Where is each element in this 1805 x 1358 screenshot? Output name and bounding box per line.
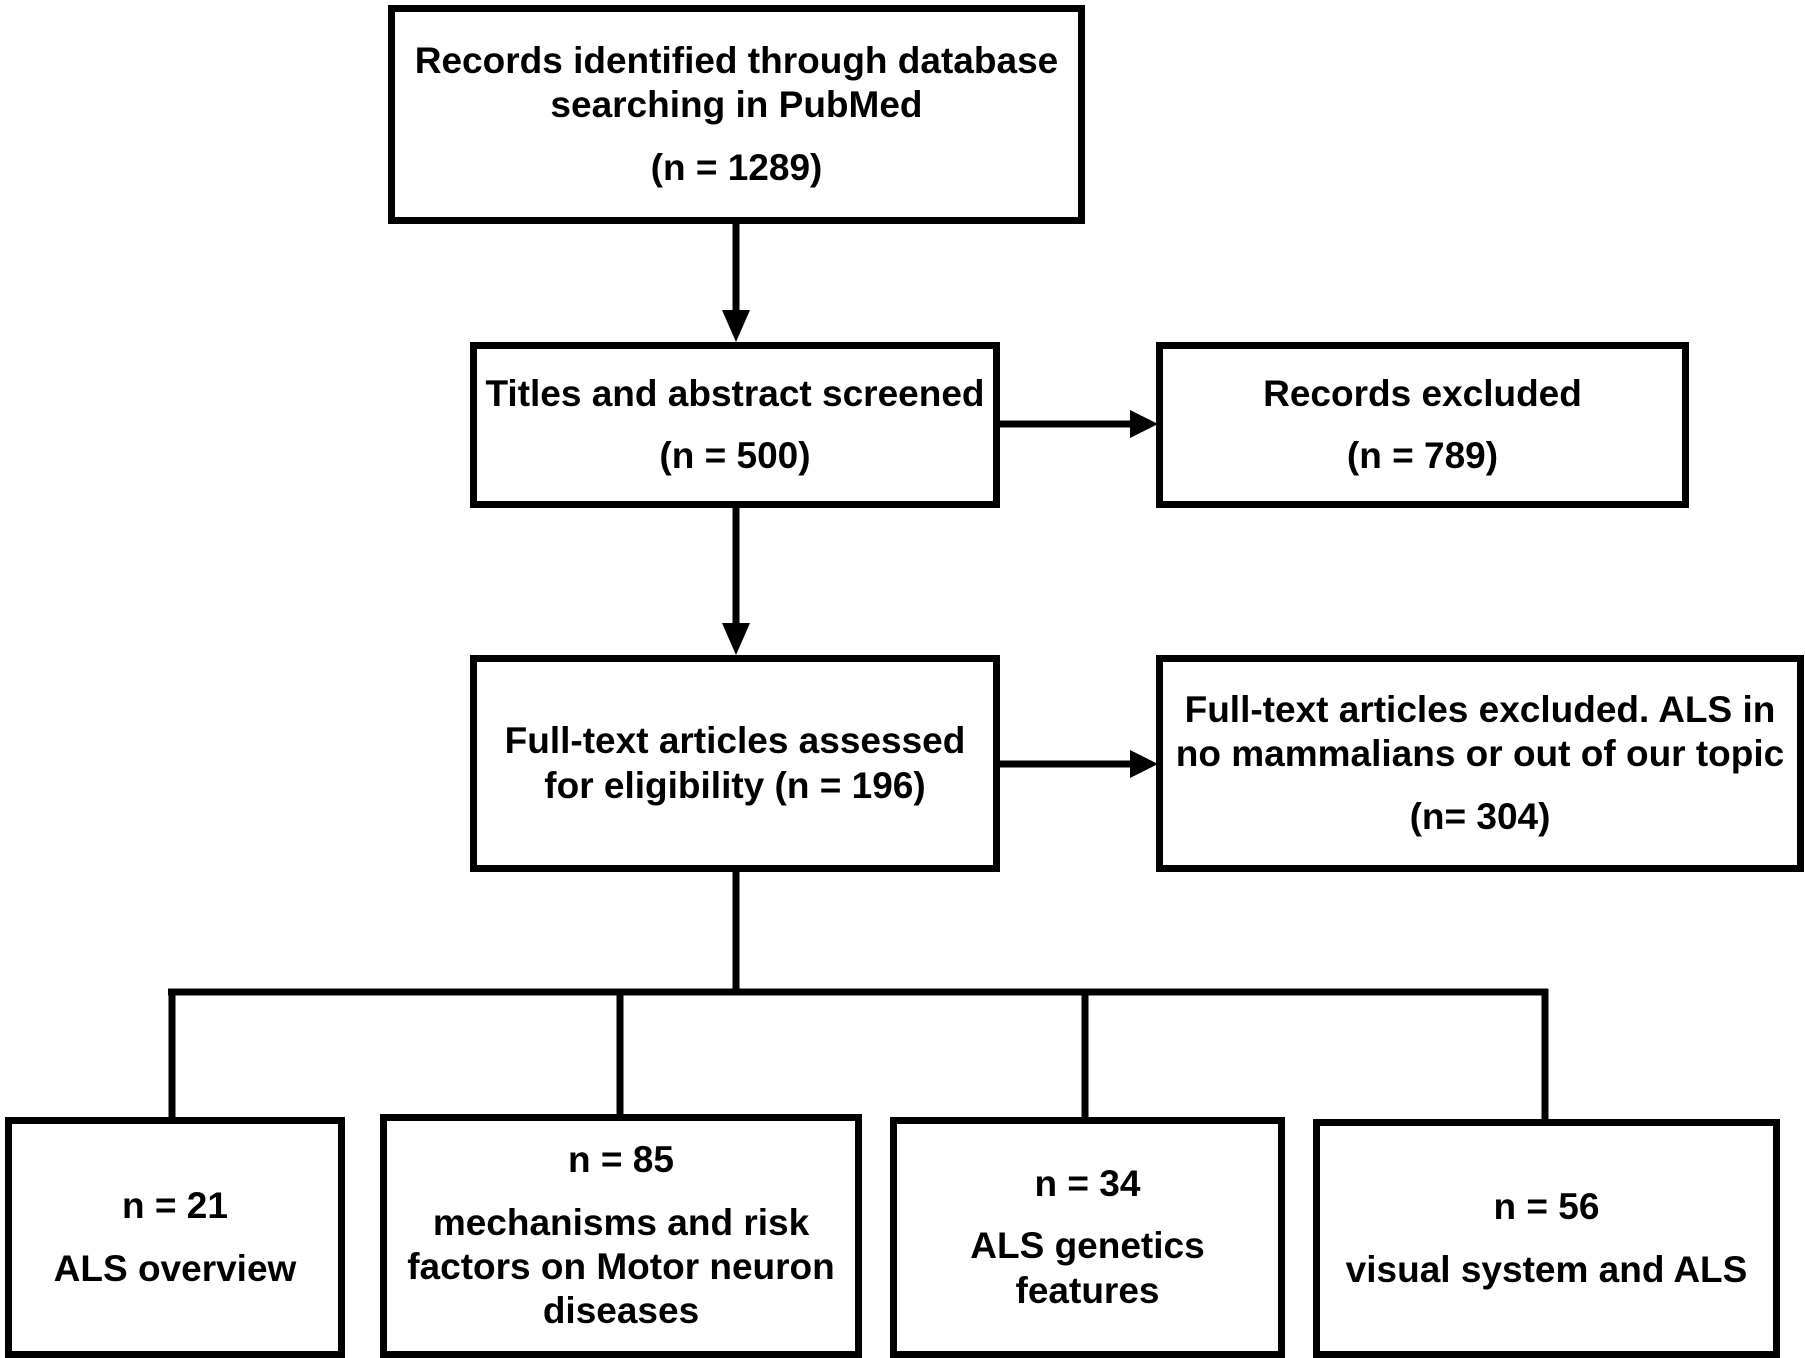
titles-screened-box: Titles and abstract screened (n = 500) [470,342,1000,508]
category-label: ALS overview [53,1247,297,1289]
titles-screened-count: (n = 500) [659,435,811,476]
fulltext-assessed-label: Full-text articles assessed for eligibil… [504,720,966,806]
arrowhead-down-icon [722,623,750,655]
arrowhead-down-icon [722,310,750,342]
fulltext-assessed-box: Full-text articles assessed for eligibil… [470,655,1000,872]
records-identified-box: Records identified through database sear… [388,5,1085,224]
fulltext-excluded-count: (n= 304) [1409,795,1551,837]
category-label: visual system and ALS [1345,1248,1748,1290]
records-identified-count: (n = 1289) [650,146,823,188]
arrowhead-right-icon [1130,750,1158,778]
records-identified-label: Records identified through database sear… [414,39,1059,126]
records-excluded-count: (n = 789) [1346,435,1499,476]
fulltext-excluded-label: Full-text articles excluded. ALS in no m… [1175,688,1785,775]
category-mechanisms-box: n = 85 mechanisms and risk factors on Mo… [380,1114,862,1358]
titles-screened-label: Titles and abstract screened [485,372,985,414]
category-count: n = 85 [568,1139,674,1181]
category-visual-system-box: n = 56 visual system and ALS [1313,1119,1780,1358]
records-excluded-label: Records excluded [1263,372,1582,414]
category-count: n = 21 [122,1185,228,1227]
category-genetics-box: n = 34 ALS genetics features [890,1117,1285,1358]
category-count: n = 56 [1493,1186,1600,1228]
records-excluded-box: Records excluded (n = 789) [1156,342,1689,508]
fulltext-excluded-box: Full-text articles excluded. ALS in no m… [1156,655,1804,872]
category-label: ALS genetics features [970,1225,1205,1311]
category-label: mechanisms and risk factors on Motor neu… [407,1201,835,1332]
category-count: n = 34 [1034,1162,1141,1204]
arrowhead-right-icon [1130,410,1158,438]
category-als-overview-box: n = 21 ALS overview [5,1117,345,1358]
